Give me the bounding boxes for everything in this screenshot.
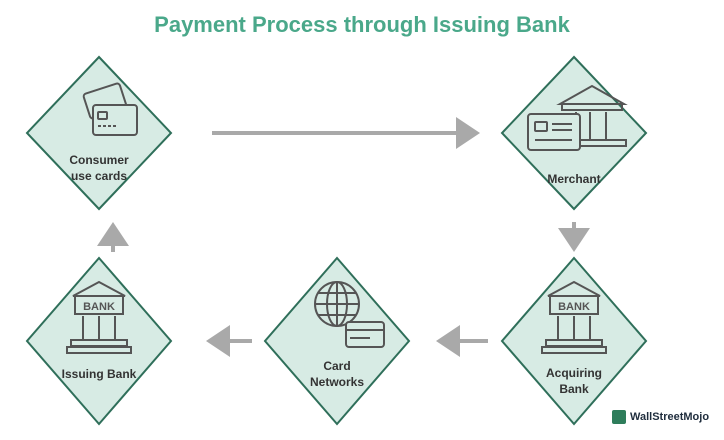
node-label-consumer: Consumer use cards <box>39 152 159 184</box>
brand-name: WallStreetMojo <box>630 411 710 423</box>
bank-sign-issuing: BANK <box>83 301 115 313</box>
credit-cards-icon <box>82 82 138 136</box>
node-label-consumer-line1: Consumer <box>69 153 129 167</box>
bank-building-icon <box>541 280 607 354</box>
node-label-networks-line1: Card <box>323 359 351 373</box>
bank-sign-acquiring: BANK <box>558 301 590 313</box>
node-label-merchant-line1: Merchant <box>547 172 601 186</box>
node-label-networks-line2: Networks <box>309 375 365 389</box>
node-label-consumer-line2: use cards <box>70 169 128 183</box>
node-label-acquiring: Acquiring Bank <box>514 365 634 397</box>
brand-mark-icon <box>612 410 626 424</box>
node-label-networks: Card Networks <box>277 358 397 390</box>
node-label-issuing: Issuing Bank <box>39 366 159 382</box>
node-label-issuing-line1: Issuing Bank <box>61 367 137 381</box>
bank-building-icon <box>66 280 132 354</box>
node-label-acquiring-line2: Bank <box>559 382 589 396</box>
brand-logo: WallStreetMojo <box>612 410 709 424</box>
node-label-merchant: Merchant <box>514 171 634 187</box>
node-label-acquiring-line1: Acquiring <box>546 366 602 380</box>
storefront-bank-icon <box>527 84 628 151</box>
globe-icon <box>314 281 360 327</box>
node-card-networks <box>263 256 411 426</box>
card-icon <box>345 321 385 348</box>
diagram-title: Payment Process through Issuing Bank <box>154 12 570 37</box>
